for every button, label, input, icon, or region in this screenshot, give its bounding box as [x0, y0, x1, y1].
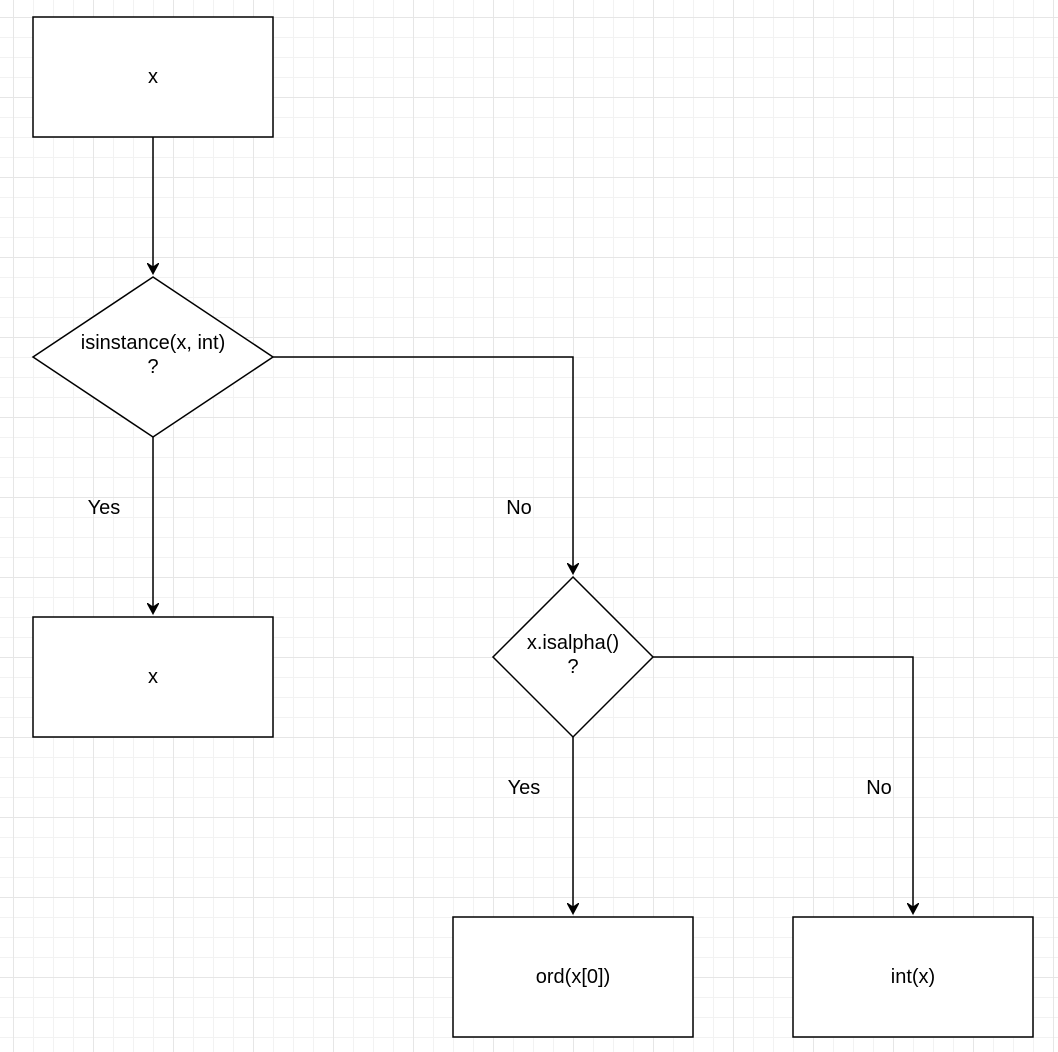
ord-node — [452, 916, 694, 1038]
isalpha-decision-label: x.isalpha() ? — [493, 617, 653, 693]
start-node-label: x — [33, 17, 273, 137]
int-node — [792, 916, 1034, 1038]
start-node-text: x — [148, 66, 158, 88]
edge-isinstance-no — [273, 356, 573, 573]
return-x-node — [32, 616, 274, 738]
edge-isinstance-yes-label: Yes — [87, 497, 121, 519]
edge-isinstance-no-label: No — [506, 497, 532, 519]
isalpha-decision-text-line2: ? — [567, 656, 579, 678]
edge-isalpha-no-label: No — [866, 777, 892, 799]
isinstance-decision-text-line2: ? — [147, 356, 159, 378]
int-node-label: int(x) — [793, 917, 1033, 1037]
start-node — [32, 16, 274, 138]
edge-isalpha-no — [653, 656, 913, 913]
return-x-node-label: x — [33, 617, 273, 737]
ord-node-label: ord(x[0]) — [453, 917, 693, 1037]
edge-isalpha-yes-label: Yes — [507, 777, 541, 799]
ord-node-text: ord(x[0]) — [535, 966, 611, 988]
isalpha-decision-text-line1: x.isalpha() — [526, 632, 620, 654]
isinstance-decision-text-line1: isinstance(x, int) — [80, 332, 226, 354]
int-node-text: int(x) — [890, 966, 936, 988]
return-x-node-text: x — [148, 666, 158, 688]
isinstance-decision-label: isinstance(x, int) ? — [33, 317, 273, 393]
